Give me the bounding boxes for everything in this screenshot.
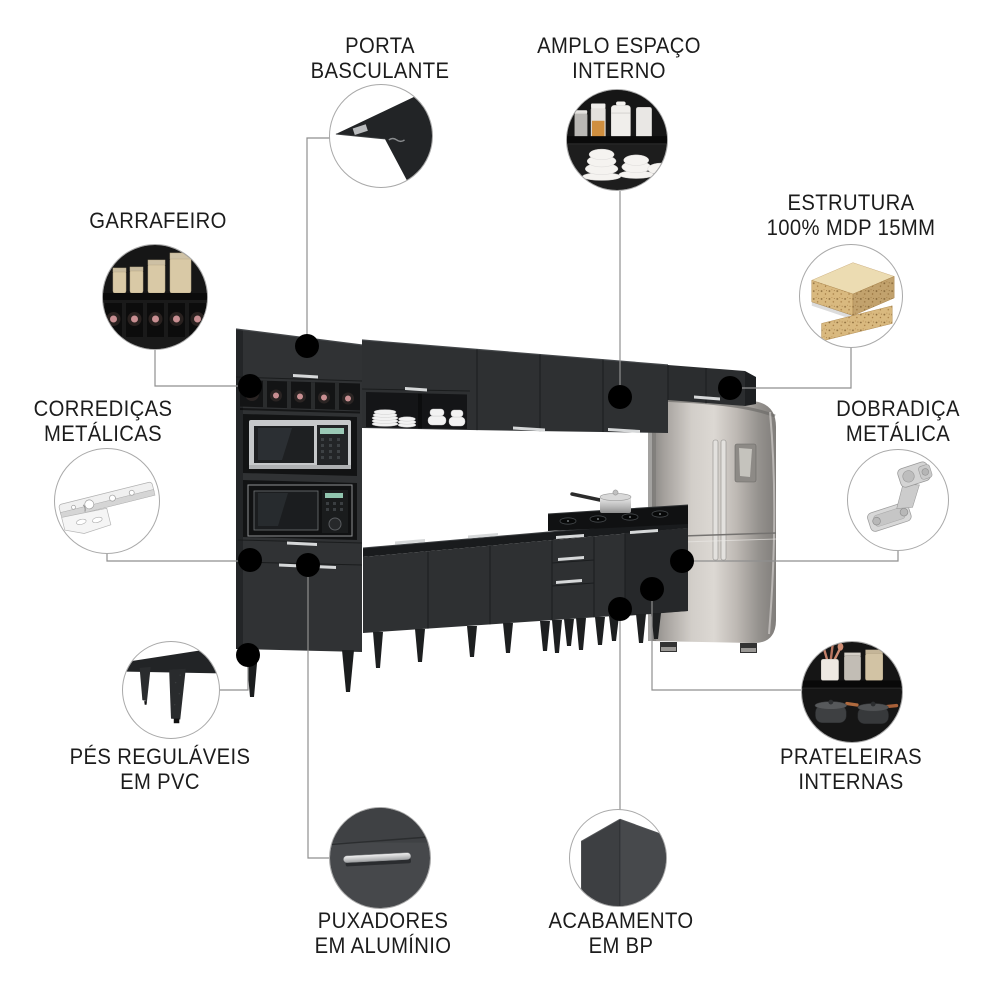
label-line: EM PVC: [120, 769, 200, 794]
label-puxadores: PUXADORES EM ALUMÍNIO: [315, 908, 452, 958]
detail-photo-amplo-espaco: [566, 89, 668, 191]
label-line: METÁLICAS: [43, 421, 163, 446]
detail-photo-prateleiras: [801, 641, 903, 743]
label-line: PORTA: [345, 33, 415, 58]
detail-photo-acabamento: [569, 809, 667, 907]
detail-photo-dobradica: [847, 449, 949, 551]
wall-door-handle: [608, 428, 640, 433]
connector-porta-basculante: [306, 137, 330, 346]
anchor-dots: [236, 334, 742, 667]
label-dobradica: DOBRADIÇA METÁLICA: [836, 396, 960, 446]
microwave-upper: [243, 414, 357, 476]
connector-garrafeiro: [154, 350, 250, 387]
label-amplo-espaco: AMPLO ESPAÇO INTERNO: [537, 33, 701, 83]
wall-door-handle: [513, 426, 545, 432]
label-line: PUXADORES: [317, 908, 449, 933]
connector-estrutura: [730, 348, 852, 389]
fridge-handle-left: [712, 439, 719, 561]
label-line: BASCULANTE: [310, 58, 450, 83]
detail-photo-porta-basculante: [329, 84, 433, 188]
cooking-pot: [570, 489, 632, 513]
label-porta-basculante: PORTA BASCULANTE: [311, 33, 450, 83]
connector-puxadores: [307, 565, 330, 859]
label-line: GARRAFEIRO: [89, 208, 227, 233]
label-line: EM ALUMÍNIO: [314, 933, 452, 958]
wall-cabinets: [361, 339, 756, 433]
label-line: EM BP: [588, 933, 654, 958]
base-handles: [395, 529, 658, 584]
tall-cabinet-legs: [246, 650, 354, 697]
connector-dobradica: [682, 551, 899, 562]
connector-lines: [106, 137, 899, 859]
label-prateleiras: PRATELEIRAS INTERNAS: [780, 744, 922, 794]
label-line: ESTRUTURA: [787, 190, 915, 215]
connector-corredicas: [106, 554, 250, 562]
tall-door-handle: [279, 563, 301, 568]
label-line: PÉS REGULÁVEIS: [69, 744, 251, 769]
cooktop: [547, 489, 689, 531]
label-line: CORREDIÇAS: [33, 396, 173, 421]
flip-door-handle: [405, 387, 427, 392]
detail-photo-garrafeiro: [102, 244, 208, 350]
label-acabamento: ACABAMENTO EM BP: [548, 908, 693, 958]
pans: [814, 699, 899, 724]
label-line: INTERNAS: [798, 769, 904, 794]
tall-cabinet: [235, 328, 363, 697]
base-legs: [373, 613, 661, 668]
base-cabinets: [362, 489, 689, 668]
detail-photo-corredicas: [54, 448, 160, 554]
microwave-lower: [243, 480, 357, 540]
detail-photo-puxadores: [329, 807, 431, 909]
open-shelf-dishes: [366, 392, 467, 429]
connector-prateleiras: [651, 589, 801, 691]
label-estrutura: ESTRUTURA 100% MDP 15MM: [767, 190, 936, 240]
label-pes-regulaveis: PÉS REGULÁVEIS EM PVC: [70, 744, 251, 794]
label-line: 100% MDP 15MM: [766, 215, 936, 240]
label-line: INTERNO: [572, 58, 666, 83]
label-corredicas: CORREDIÇAS METÁLICAS: [34, 396, 173, 446]
label-line: PRATELEIRAS: [779, 744, 923, 769]
label-line: AMPLO ESPAÇO: [537, 33, 701, 58]
tall-drawer-handle: [287, 541, 317, 546]
wine-rack: [239, 380, 361, 414]
aluminum-handle: [343, 852, 411, 867]
label-line: ACABAMENTO: [548, 908, 694, 933]
detail-photo-estrutura-mdp: [799, 244, 903, 348]
label-line: DOBRADIÇA: [836, 396, 960, 421]
hinge-bracket: [352, 124, 368, 136]
label-garrafeiro: GARRAFEIRO: [89, 208, 227, 233]
fridge-handle-right: [720, 439, 727, 561]
detail-photo-pes-regulaveis: [122, 641, 220, 739]
label-line: METÁLICA: [845, 421, 951, 446]
wall-door-handle: [694, 395, 720, 401]
top-door-handle: [293, 374, 318, 379]
